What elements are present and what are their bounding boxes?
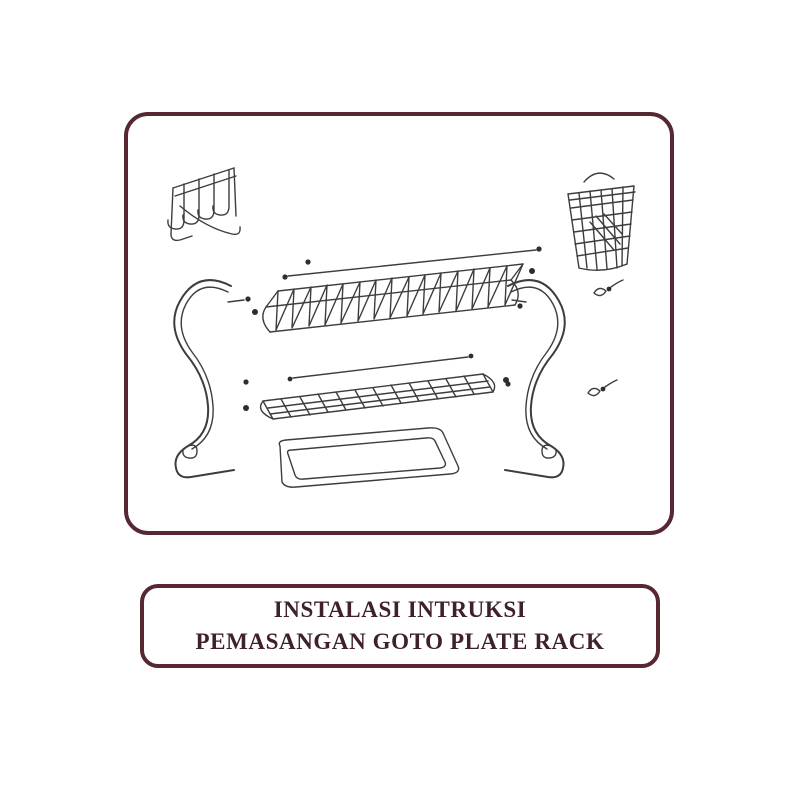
drip-tray-drawing [278,427,460,488]
caption-panel: INSTALASI INTRUKSI PEMASANGAN GOTO PLATE… [140,584,660,668]
caption-line-2: PEMASANGAN GOTO PLATE RACK [195,629,605,654]
caption-line-1: INSTALASI INTRUKSI [273,597,527,622]
wing-screw-top-drawing [593,279,624,297]
right-side-frame-drawing [504,279,566,479]
diagram-panel [124,112,674,535]
upper-plate-tier-drawing [252,246,542,333]
exploded-diagram [167,167,636,488]
utensil-basket-drawing [567,172,636,271]
left-side-frame-drawing [173,279,251,479]
lower-shelf-tier-drawing [243,353,509,420]
cup-hook-rack-drawing [167,167,241,242]
wing-screw-bottom-drawing [587,379,618,397]
